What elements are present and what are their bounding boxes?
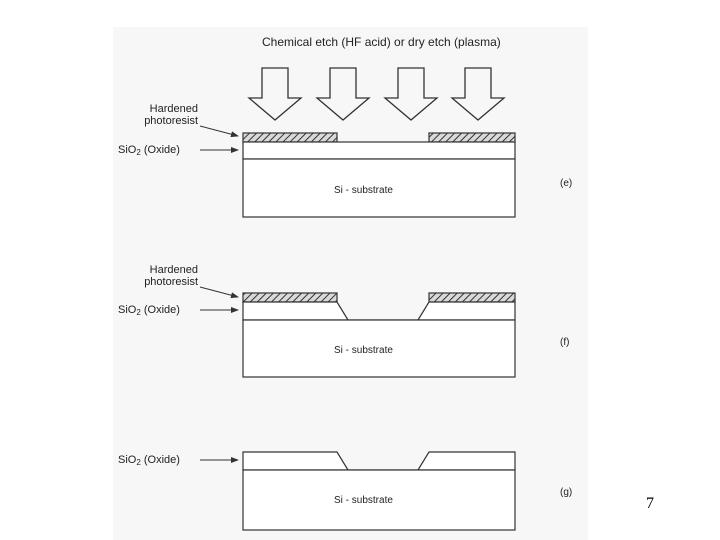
- substrate-label-e: Si - substrate: [334, 185, 393, 196]
- oxide-layer-e: [242, 141, 516, 160]
- photoresist-right-f: [428, 292, 516, 303]
- photoresist-label-f: Hardened photoresist: [144, 264, 198, 288]
- photoresist-left-f: [242, 292, 338, 303]
- etch-arrow-2: [315, 67, 371, 121]
- photoresist-pointer-e: [199, 125, 239, 138]
- page-number: 7: [646, 495, 654, 512]
- substrate-label-f: Si - substrate: [334, 345, 393, 356]
- diagram-title: Chemical etch (HF acid) or dry etch (pla…: [262, 35, 501, 49]
- leader-arrows: [199, 125, 239, 463]
- photoresist-label-e: Hardened photoresist: [144, 103, 198, 127]
- panel-g: [242, 451, 516, 531]
- oxide-layer-g: [242, 451, 516, 471]
- panel-f: [242, 292, 516, 378]
- oxide-label-f: SiO2 (Oxide): [118, 304, 180, 317]
- panel-tag-g: (g): [560, 487, 572, 498]
- etch-arrow-4: [450, 67, 506, 121]
- substrate-f: [242, 319, 516, 378]
- panel-tag-e: (e): [560, 178, 572, 189]
- oxide-label-g: SiO2 (Oxide): [118, 454, 180, 467]
- photoresist-right-e: [428, 132, 516, 143]
- panel-e: [242, 132, 516, 218]
- substrate-e: [242, 158, 516, 218]
- panel-tag-f: (f): [560, 337, 569, 348]
- oxide-layer-f: [242, 301, 516, 321]
- oxide-label-e: SiO2 (Oxide): [118, 144, 180, 157]
- photoresist-left-e: [242, 132, 338, 143]
- etch-arrow-3: [383, 67, 439, 121]
- substrate-g: [242, 469, 516, 531]
- etch-arrows: [247, 67, 506, 121]
- etch-arrow-1: [247, 67, 303, 121]
- substrate-label-g: Si - substrate: [334, 495, 393, 506]
- photoresist-pointer-f: [199, 286, 239, 299]
